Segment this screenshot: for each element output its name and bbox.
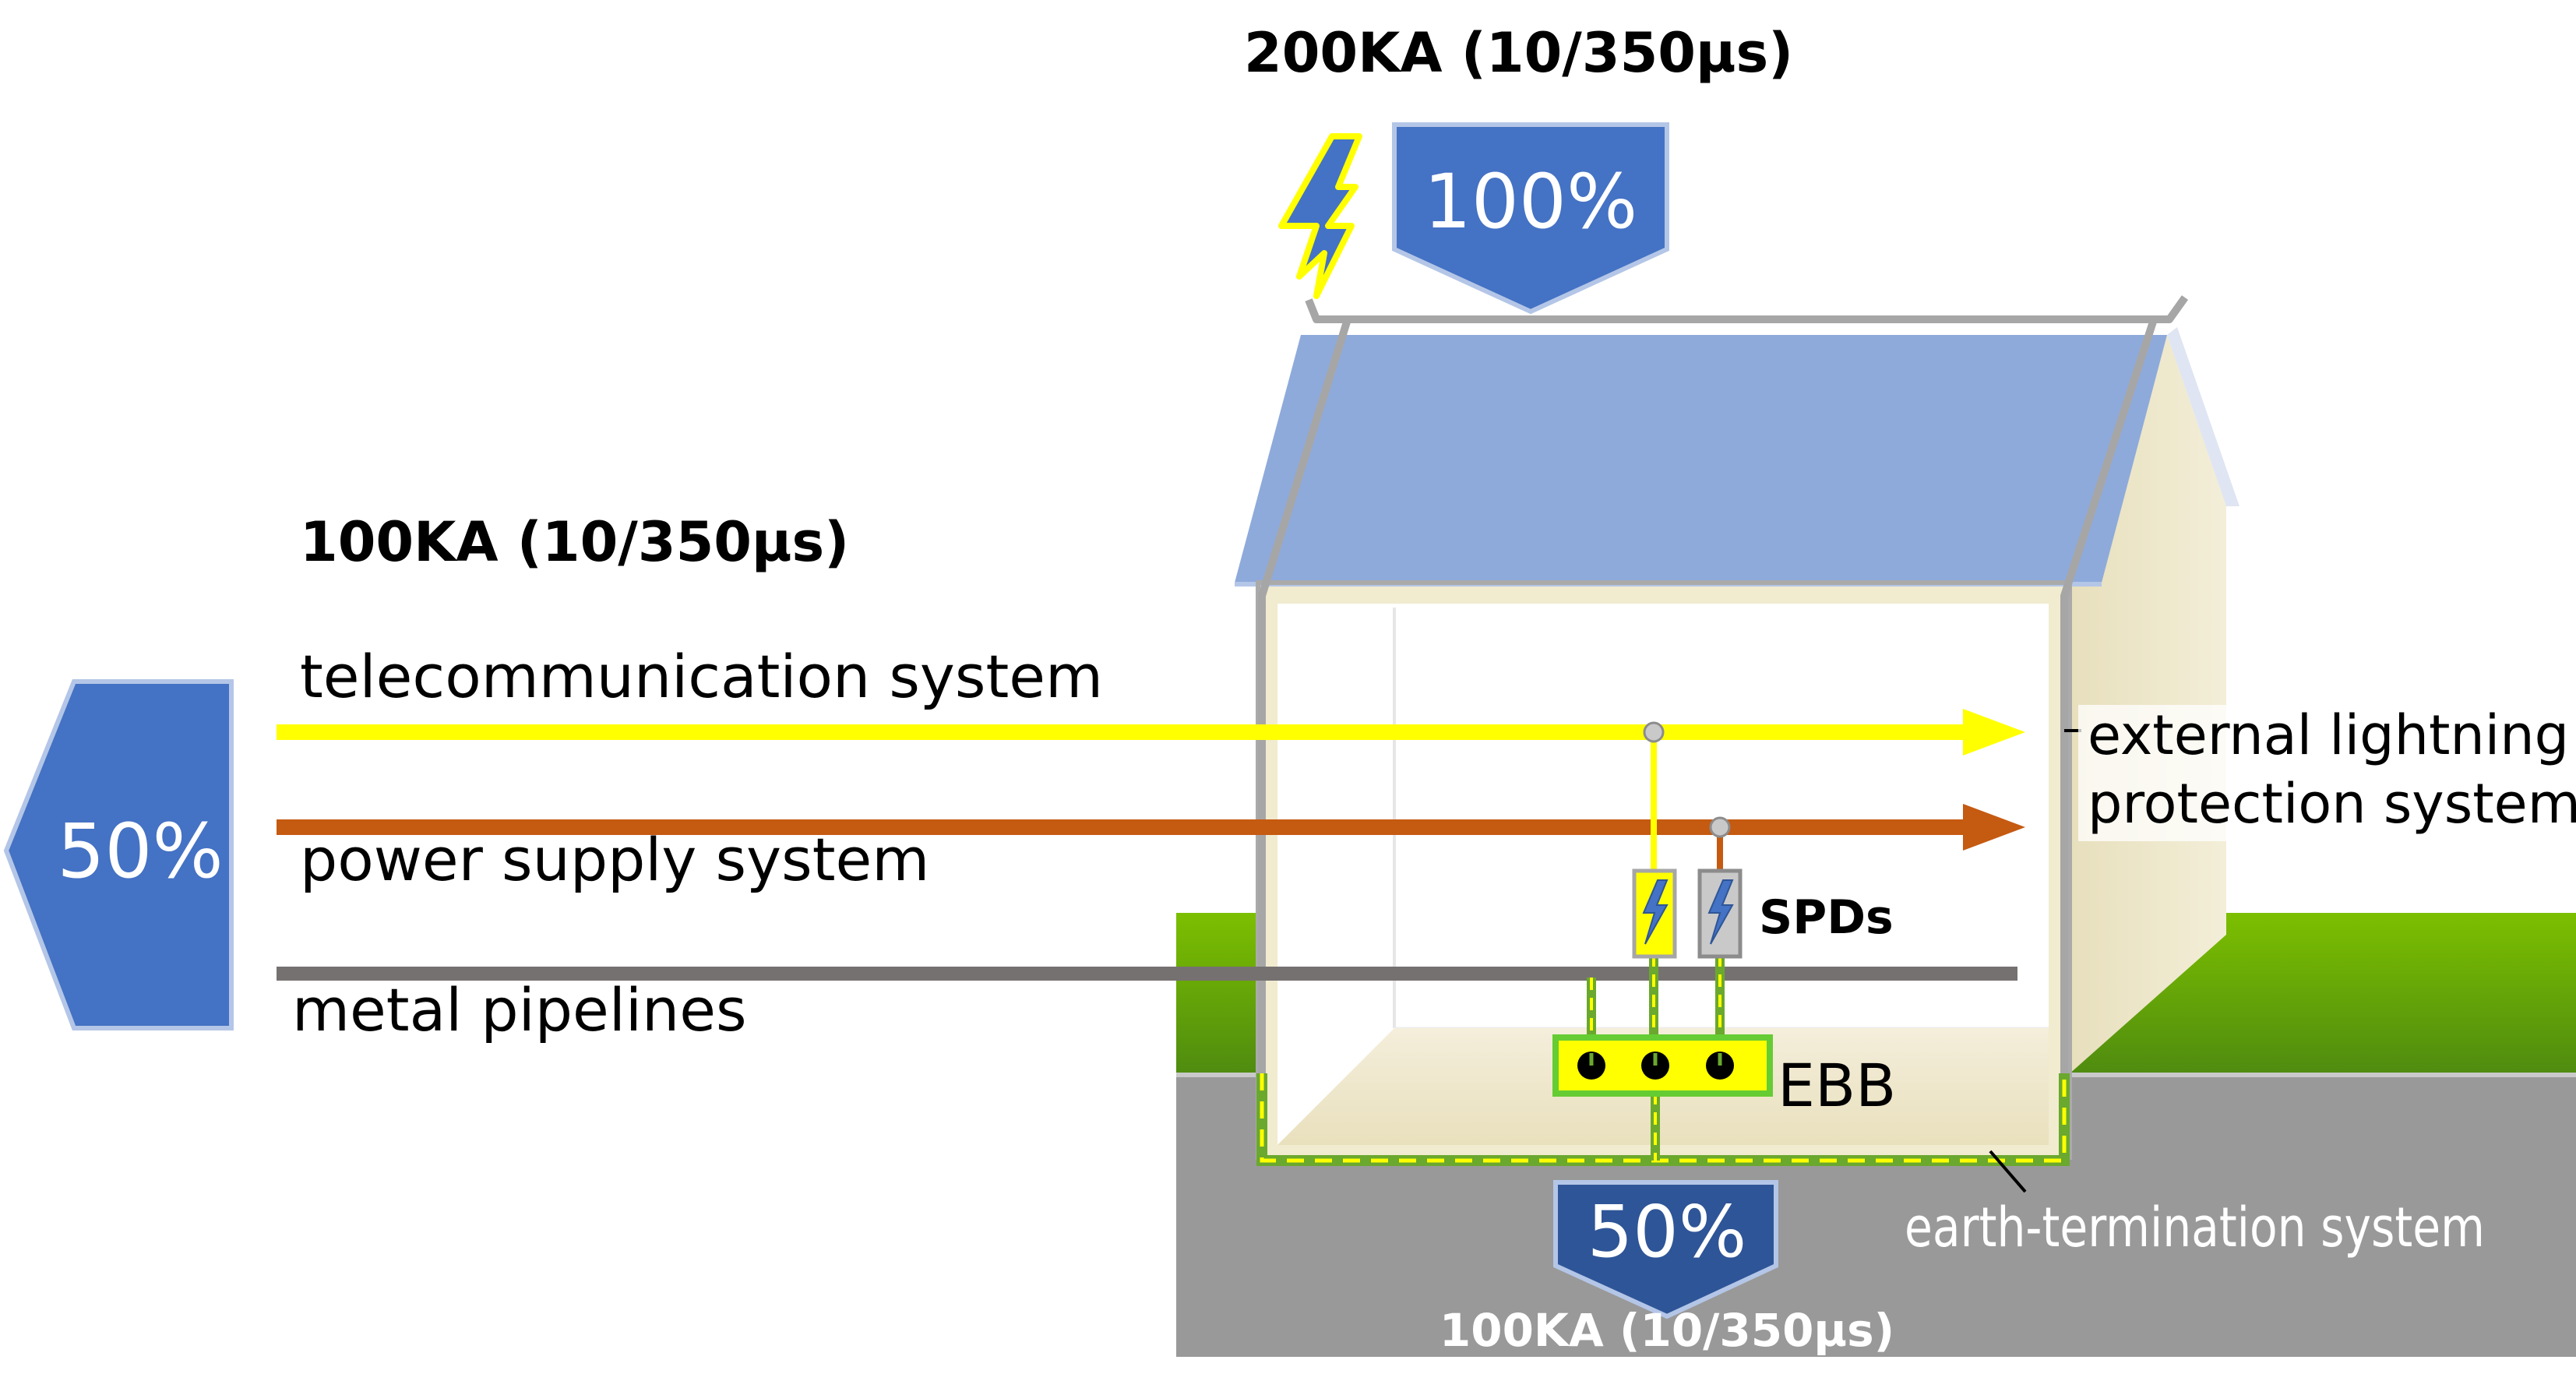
left-percent-arrow: 50% xyxy=(3,679,234,1030)
air-termination-conductor xyxy=(1305,295,2189,323)
ebb-label: EBB xyxy=(1778,1051,1896,1120)
spd-lightning-icon xyxy=(1707,879,1734,945)
down-conductor-right xyxy=(2060,318,2158,1151)
telecom-label: telecommunication system xyxy=(300,642,1103,711)
external-protection-label: external lightning protection system xyxy=(2078,703,2576,841)
earth-termination-label: earth-termination system xyxy=(1905,1196,2485,1259)
left-current-label: 100KA (10/350µs) xyxy=(300,510,849,574)
spd-lightning-icon xyxy=(1642,879,1669,945)
lightning-bolt-icon xyxy=(1278,133,1362,299)
external-label-line2: protection system xyxy=(2088,772,2576,836)
house-roof xyxy=(1235,335,2167,583)
house-side-roof-edge xyxy=(2167,327,2239,506)
earth-leader-line xyxy=(1989,1150,2027,1193)
spds-label: SPDs xyxy=(1759,890,1894,945)
service-lines xyxy=(277,709,2025,981)
top-percent-label: 100% xyxy=(1424,158,1637,245)
left-percent-label: 50% xyxy=(57,808,223,895)
down-conductor-left xyxy=(1258,318,1351,1151)
telecom-spd xyxy=(1632,868,1677,959)
power-tap-point xyxy=(1709,816,1731,838)
power-arrowhead xyxy=(1963,804,2025,851)
top-percent-arrow: 100% xyxy=(1392,122,1669,315)
telecom-arrowhead xyxy=(1963,709,2025,756)
external-label-line1: external lightning xyxy=(2088,703,2569,767)
bottom-percent-arrow: 50% xyxy=(1553,1180,1778,1319)
top-current-label: 200KA (10/350µs) xyxy=(1244,21,1793,85)
bottom-current-label: 100KA (10/350µs) xyxy=(1440,1304,1894,1357)
equipotential-bonding-bar xyxy=(1552,1034,1773,1097)
pipelines-label: metal pipelines xyxy=(292,975,747,1045)
telecom-tap-point xyxy=(1643,721,1665,743)
power-spd xyxy=(1697,868,1743,959)
grass-left xyxy=(1176,913,1262,1078)
spd-connections xyxy=(1552,721,1773,1161)
external-lightning-protection xyxy=(1258,295,2189,1151)
earth-termination-conductor xyxy=(1256,1073,2070,1166)
bottom-percent-label: 50% xyxy=(1588,1190,1746,1274)
power-label: power supply system xyxy=(300,825,929,894)
